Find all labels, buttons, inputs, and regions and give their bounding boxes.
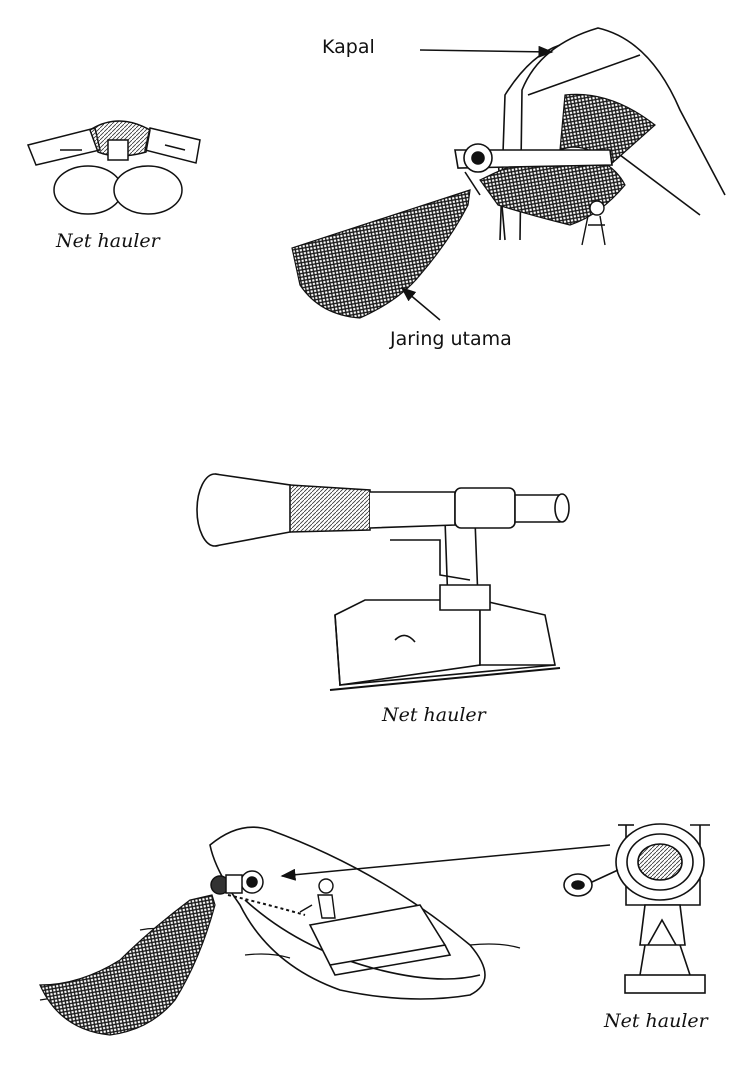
jaring-arrow (400, 287, 441, 321)
net-hauler-small (26, 120, 201, 215)
label-kapal: Kapal (322, 36, 375, 58)
caption-net-hauler-top: Net hauler (56, 230, 160, 252)
caption-net-hauler-bottom: Net hauler (604, 1010, 708, 1032)
boat-net (39, 894, 306, 1036)
fisherman-top (581, 200, 606, 246)
boat-hauler (210, 870, 264, 895)
caption-net-hauler-middle: Net hauler (382, 704, 486, 726)
label-jaring-utama: Jaring utama (390, 328, 512, 350)
boat-arrow (280, 844, 611, 881)
fisherman-boat (299, 878, 336, 919)
net-hauler-on-ship (454, 143, 613, 196)
net-hauler-mounted (563, 823, 710, 994)
boat (209, 826, 486, 1000)
net-hauler-large (196, 473, 570, 691)
kapal-arrow (419, 45, 554, 58)
